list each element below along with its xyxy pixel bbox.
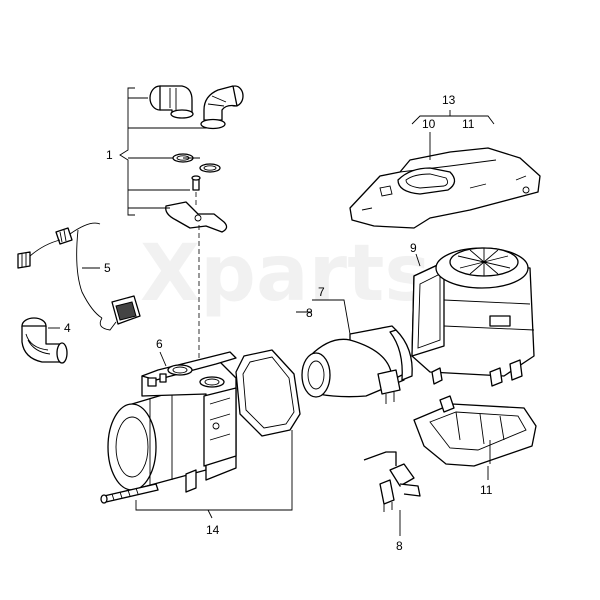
- callout-13: 13: [442, 93, 456, 107]
- callout-14-bracket: [135, 430, 293, 519]
- gasket: [235, 349, 301, 437]
- callout-9: 9: [410, 241, 417, 255]
- callout-11-upper: 11: [462, 117, 475, 131]
- callout-10: 10: [422, 117, 436, 131]
- o-ring-right: [199, 163, 221, 173]
- callout-6: 6: [156, 337, 163, 351]
- callout-14: 14: [206, 523, 220, 537]
- pipe-clip: [363, 451, 421, 512]
- callout-1: 1: [106, 148, 113, 162]
- bolt-small: [191, 175, 201, 191]
- callout-8-lower: 8: [396, 539, 403, 553]
- temperature-sensor-cable: [17, 222, 141, 331]
- mounting-bracket: [165, 201, 228, 233]
- blower-housing: [411, 247, 535, 387]
- callout-7: 7: [318, 285, 325, 299]
- callout-5: 5: [104, 261, 111, 275]
- callout-11-lower: 11: [480, 483, 493, 497]
- coolant-elbow-right: [200, 85, 244, 130]
- heater-unit: [100, 351, 237, 504]
- hose-elbow: [21, 317, 68, 364]
- callout-8-upper: 8: [306, 306, 313, 320]
- lower-tray: [413, 395, 537, 467]
- callout-1-bracket: [119, 87, 135, 216]
- combustion-tube: [301, 325, 413, 404]
- callout-4: 4: [64, 321, 71, 335]
- part-group-1: 1: [106, 85, 244, 233]
- coolant-elbow-left: [149, 85, 194, 119]
- cover-assembly: [349, 147, 541, 229]
- watermark: Xparts: [140, 229, 431, 319]
